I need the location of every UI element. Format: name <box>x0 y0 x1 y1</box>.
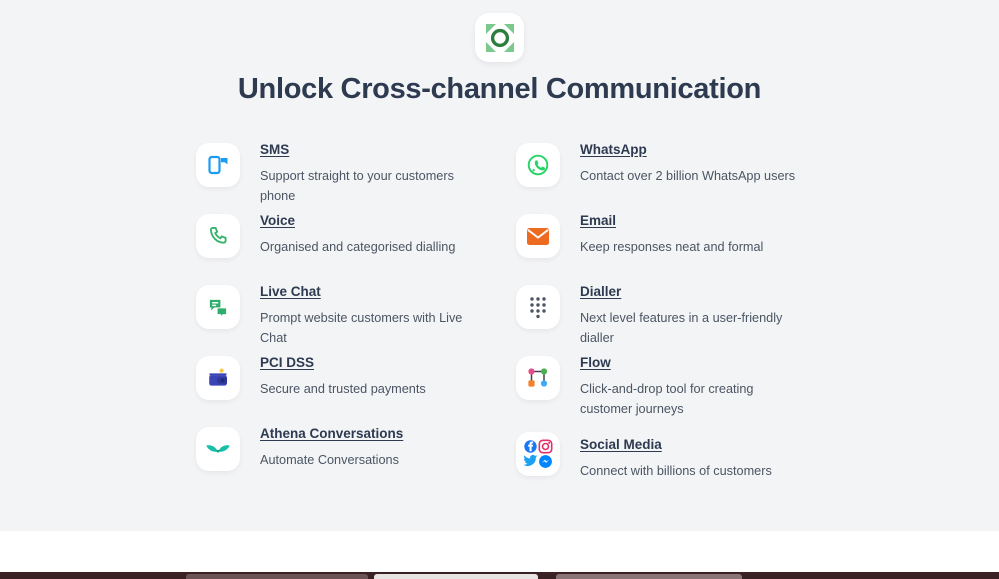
email-text: Email Keep responses neat and formal <box>580 211 763 257</box>
content-panel <box>0 0 999 531</box>
feature-voice[interactable]: Voice Organised and categorised dialling <box>196 211 516 282</box>
dialpad-icon <box>528 295 548 319</box>
dialler-text: Dialler Next level features in a user-fr… <box>580 282 812 348</box>
athena-link[interactable]: Athena Conversations <box>260 426 404 441</box>
feature-dialler[interactable]: Dialler Next level features in a user-fr… <box>516 282 836 353</box>
sms-link[interactable]: SMS <box>260 142 290 157</box>
social-media-link[interactable]: Social Media <box>580 437 662 452</box>
live-chat-description: Prompt website customers with Live Chat <box>260 311 463 345</box>
browser-tab-1[interactable] <box>0 574 120 579</box>
athena-text: Athena Conversations Automate Conversati… <box>260 424 403 470</box>
feature-sms[interactable]: SMS Support straight to your customers p… <box>196 140 516 211</box>
voice-link[interactable]: Voice <box>260 213 296 228</box>
features-grid: SMS Support straight to your customers p… <box>0 140 999 500</box>
social-media-icons <box>523 439 553 469</box>
whatsapp-description: Contact over 2 billion WhatsApp users <box>580 169 796 183</box>
messenger-icon <box>539 455 552 468</box>
dialler-tile <box>516 285 560 329</box>
voice-text: Voice Organised and categorised dialling <box>260 211 455 257</box>
live-chat-text: Live Chat Prompt website customers with … <box>260 282 492 348</box>
flow-link[interactable]: Flow <box>580 355 611 370</box>
sms-icon <box>206 153 230 177</box>
brand-logo-tile <box>475 13 524 62</box>
whatsapp-link[interactable]: WhatsApp <box>580 142 647 157</box>
feature-live-chat[interactable]: Live Chat Prompt website customers with … <box>196 282 516 353</box>
flow-tile <box>516 356 560 400</box>
page-title: Unlock Cross-channel Communication <box>237 73 762 105</box>
athena-wings-icon <box>205 439 231 459</box>
live-chat-tile <box>196 285 240 329</box>
feature-email[interactable]: Email Keep responses neat and formal <box>516 211 836 282</box>
feature-whatsapp[interactable]: WhatsApp Contact over 2 billion WhatsApp… <box>516 140 836 211</box>
whatsapp-tile <box>516 143 560 187</box>
dialler-link[interactable]: Dialler <box>580 284 622 299</box>
voice-tile <box>196 214 240 258</box>
browser-tab-4[interactable] <box>556 574 742 579</box>
sms-text: SMS Support straight to your customers p… <box>260 140 492 206</box>
wallet-icon <box>206 366 230 390</box>
browser-tab-3-active[interactable] <box>374 574 538 579</box>
flow-nodes-icon <box>526 366 550 390</box>
email-description: Keep responses neat and formal <box>580 240 764 254</box>
live-chat-icon <box>207 296 230 319</box>
instagram-icon <box>538 439 553 454</box>
twitter-icon <box>523 454 538 466</box>
social-media-text: Social Media Connect with billions of cu… <box>580 429 772 481</box>
live-chat-link[interactable]: Live Chat <box>260 284 321 299</box>
feature-social-media[interactable]: Social Media Connect with billions of cu… <box>516 429 836 500</box>
feature-athena-conversations[interactable]: Athena Conversations Automate Conversati… <box>196 424 516 495</box>
facebook-icon <box>524 440 537 453</box>
feature-flow[interactable]: Flow Click-and-drop tool for creating cu… <box>516 353 836 429</box>
dialler-description: Next level features in a user-friendly d… <box>580 311 783 345</box>
flow-description: Click-and-drop tool for creating custome… <box>580 382 754 416</box>
whatsapp-icon <box>526 153 550 177</box>
voice-phone-icon <box>207 225 229 247</box>
pci-dss-description: Secure and trusted payments <box>260 382 426 396</box>
pci-dss-link[interactable]: PCI DSS <box>260 355 315 370</box>
envelope-icon <box>526 227 550 246</box>
features-column-right: WhatsApp Contact over 2 billion WhatsApp… <box>516 140 836 500</box>
sms-tile <box>196 143 240 187</box>
pci-dss-tile <box>196 356 240 400</box>
social-media-description: Connect with billions of customers <box>580 464 772 478</box>
social-media-tile <box>516 432 560 476</box>
whatsapp-text: WhatsApp Contact over 2 billion WhatsApp… <box>580 140 795 186</box>
features-column-left: SMS Support straight to your customers p… <box>196 140 516 500</box>
email-tile <box>516 214 560 258</box>
athena-tile <box>196 427 240 471</box>
browser-tab-2[interactable] <box>186 574 368 579</box>
bottom-whitespace <box>0 531 999 572</box>
cross-channel-logo-icon <box>485 23 515 53</box>
voice-description: Organised and categorised dialling <box>260 240 456 254</box>
email-link[interactable]: Email <box>580 213 617 228</box>
athena-description: Automate Conversations <box>260 453 399 467</box>
flow-text: Flow Click-and-drop tool for creating cu… <box>580 353 798 419</box>
feature-pci-dss[interactable]: PCI DSS Secure and trusted payments <box>196 353 516 424</box>
pci-dss-text: PCI DSS Secure and trusted payments <box>260 353 426 399</box>
sms-description: Support straight to your customers phone <box>260 169 454 203</box>
